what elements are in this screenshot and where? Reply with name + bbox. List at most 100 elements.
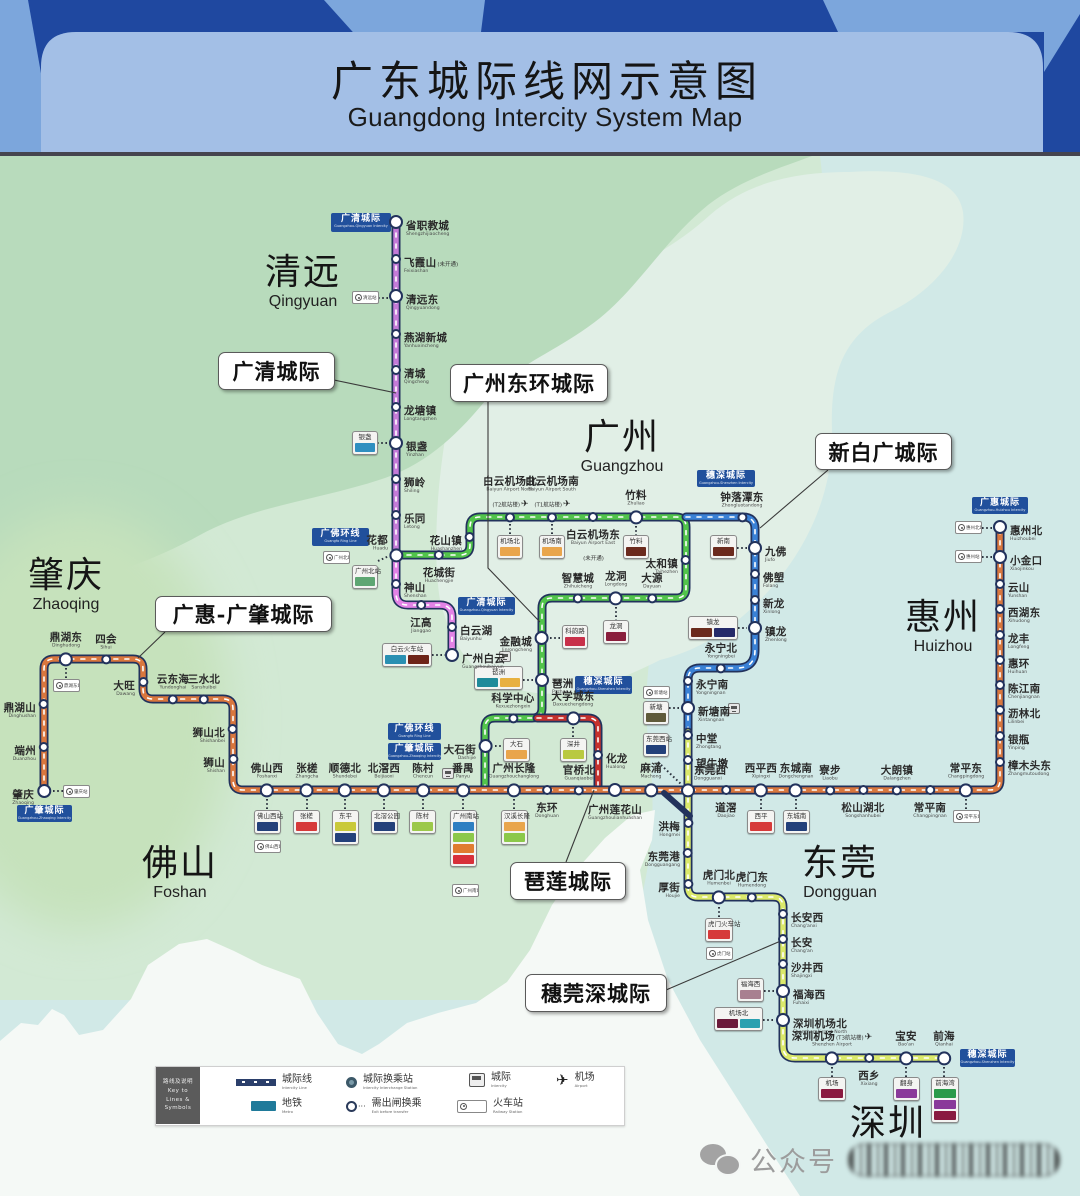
metro-transfer-box[interactable]: 广州北站	[352, 565, 381, 589]
metro-transfer-box[interactable]: 张槎	[293, 810, 320, 834]
metro-transfer-box[interactable]: 东莞西站	[643, 733, 672, 757]
metro-transfer-box[interactable]: 机场北	[714, 1007, 763, 1031]
railway-station-box[interactable]: 虎门站	[706, 947, 733, 960]
railway-station-box[interactable]: 惠州站	[955, 550, 982, 563]
metro-transfer-box[interactable]: 琶洲	[474, 666, 523, 690]
metro-transfer-box[interactable]: 前海湾	[931, 1077, 959, 1123]
metro-transfer-box[interactable]: 大石	[503, 738, 530, 762]
metro-transfer-box[interactable]: 机场	[818, 1077, 846, 1101]
metro-transfer-box[interactable]: 新塘	[643, 701, 669, 725]
railway-station-box[interactable]: 肇庆站	[63, 785, 90, 798]
railway-station-box[interactable]: 鼎湖东站	[53, 679, 80, 692]
railway-station-box[interactable]: 广州北站	[323, 551, 350, 564]
station[interactable]: 飞霞山(未开通)Feixiashan	[390, 253, 458, 275]
metro-transfer-box[interactable]: 陈村	[409, 810, 436, 834]
metro-transfer-box[interactable]: 虎门火车站	[705, 918, 741, 942]
metro-transfer-box[interactable]: 机场北	[497, 535, 523, 559]
metro-transfer-box[interactable]: 汉溪长隆	[501, 810, 530, 845]
metro-transfer-box[interactable]: 白云火车站	[382, 643, 432, 667]
metro-transfer-box[interactable]: 深井	[560, 738, 587, 762]
metro-transfer-box[interactable]: 东城南	[783, 810, 810, 834]
metro-transfer-box[interactable]: 科韵路	[562, 625, 588, 649]
railway-station-box[interactable]: 常平东站	[953, 810, 980, 823]
station[interactable]: 深圳机场(T3航站楼)✈Shenzhen Airport	[792, 1026, 872, 1065]
metro-transfer-box[interactable]: 佛山西站	[254, 810, 283, 834]
metro-transfer-box[interactable]: 机场南	[539, 535, 565, 559]
metro-transfer-box[interactable]: 龙洞	[603, 620, 629, 644]
metro-transfer-box[interactable]: 广州南站	[450, 810, 479, 867]
metro-transfer-box[interactable]: 镇龙	[688, 616, 738, 640]
metro-transfer-box[interactable]: 银盏	[352, 431, 378, 455]
